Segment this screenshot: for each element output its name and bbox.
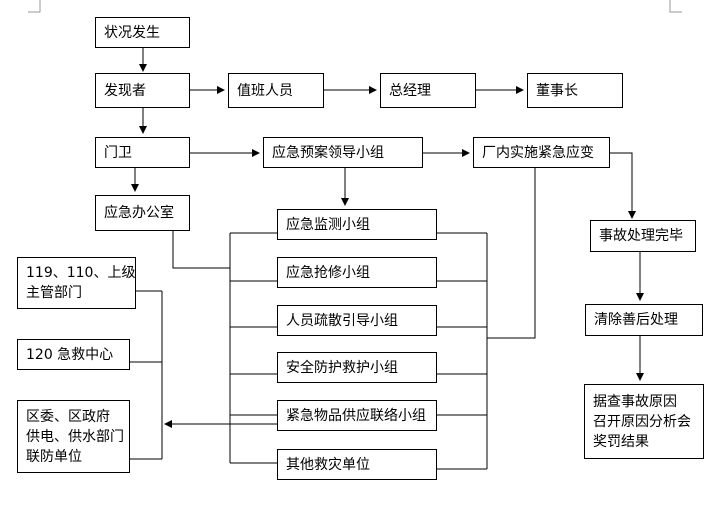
node-other-rescue-label: 其他救灾单位 <box>286 456 370 473</box>
node-safety-rescue-group-label: 安全防护救护小组 <box>286 359 398 376</box>
node-external-119-line-2: 主管部门 <box>26 285 82 301</box>
node-safety-rescue-group: 安全防护救护小组 <box>277 352 437 383</box>
node-evacuation-group-label: 人员疏散引导小组 <box>286 312 398 329</box>
node-other-rescue: 其他救灾单位 <box>277 449 437 480</box>
node-general-manager: 总经理 <box>380 73 476 108</box>
node-investigation-line-3: 奖罚结果 <box>593 433 649 450</box>
node-external-district-line-2: 供电、供水部门 <box>26 428 124 445</box>
node-incident-done: 事故处理完毕 <box>590 220 696 252</box>
node-monitoring-group: 应急监测小组 <box>277 209 437 240</box>
node-investigation-line-1: 据查事故原因 <box>593 393 677 410</box>
node-duty-staff: 值班人员 <box>228 73 324 108</box>
node-incident-done-label: 事故处理完毕 <box>599 228 683 244</box>
node-monitoring-group-label: 应急监测小组 <box>286 216 370 233</box>
node-repair-group: 应急抢修小组 <box>277 257 437 288</box>
node-plant-emergency-response-label: 厂内实施紧急应变 <box>482 144 594 161</box>
node-external-120: 120 急救中心 <box>17 339 130 370</box>
node-aftermath-label: 清除善后处理 <box>594 312 678 328</box>
node-plant-emergency-response: 厂内实施紧急应变 <box>473 137 610 168</box>
node-emergency-office: 应急办公室 <box>95 195 190 231</box>
node-general-manager-label: 总经理 <box>389 82 431 99</box>
node-external-120-label: 120 急救中心 <box>26 346 114 363</box>
node-emergency-office-label: 应急办公室 <box>104 205 174 221</box>
node-emergency-leading-group-label: 应急预案领导小组 <box>272 144 384 161</box>
node-aftermath: 清除善后处理 <box>585 304 703 336</box>
node-evacuation-group: 人员疏散引导小组 <box>277 305 437 336</box>
node-investigation: 据查事故原因 召开原因分析会 奖罚结果 <box>584 384 704 459</box>
node-gate-guard-label: 门卫 <box>104 144 132 161</box>
node-repair-group-label: 应急抢修小组 <box>286 264 370 281</box>
node-incident: 状况发生 <box>95 17 190 48</box>
node-emergency-leading-group: 应急预案领导小组 <box>263 137 423 168</box>
node-chairman: 董事长 <box>527 73 623 108</box>
node-duty-staff-label: 值班人员 <box>237 82 293 99</box>
node-external-119: 119、110、上级 主管部门 <box>17 257 136 309</box>
node-external-district-line-1: 区委、区政府 <box>26 408 110 425</box>
node-external-119-line-1: 119、110、上级 <box>26 265 136 281</box>
node-gate-guard: 门卫 <box>95 137 190 168</box>
node-discoverer: 发现者 <box>95 73 190 108</box>
node-external-district-line-3: 联防单位 <box>26 448 82 465</box>
node-discoverer-label: 发现者 <box>104 82 146 99</box>
node-chairman-label: 董事长 <box>536 82 578 99</box>
node-external-district: 区委、区政府 供电、供水部门 联防单位 <box>17 400 130 473</box>
node-incident-label: 状况发生 <box>104 24 160 41</box>
node-supply-liaison-group: 紧急物品供应联络小组 <box>277 400 437 431</box>
node-supply-liaison-group-label: 紧急物品供应联络小组 <box>286 407 426 424</box>
node-investigation-line-2: 召开原因分析会 <box>593 413 691 430</box>
